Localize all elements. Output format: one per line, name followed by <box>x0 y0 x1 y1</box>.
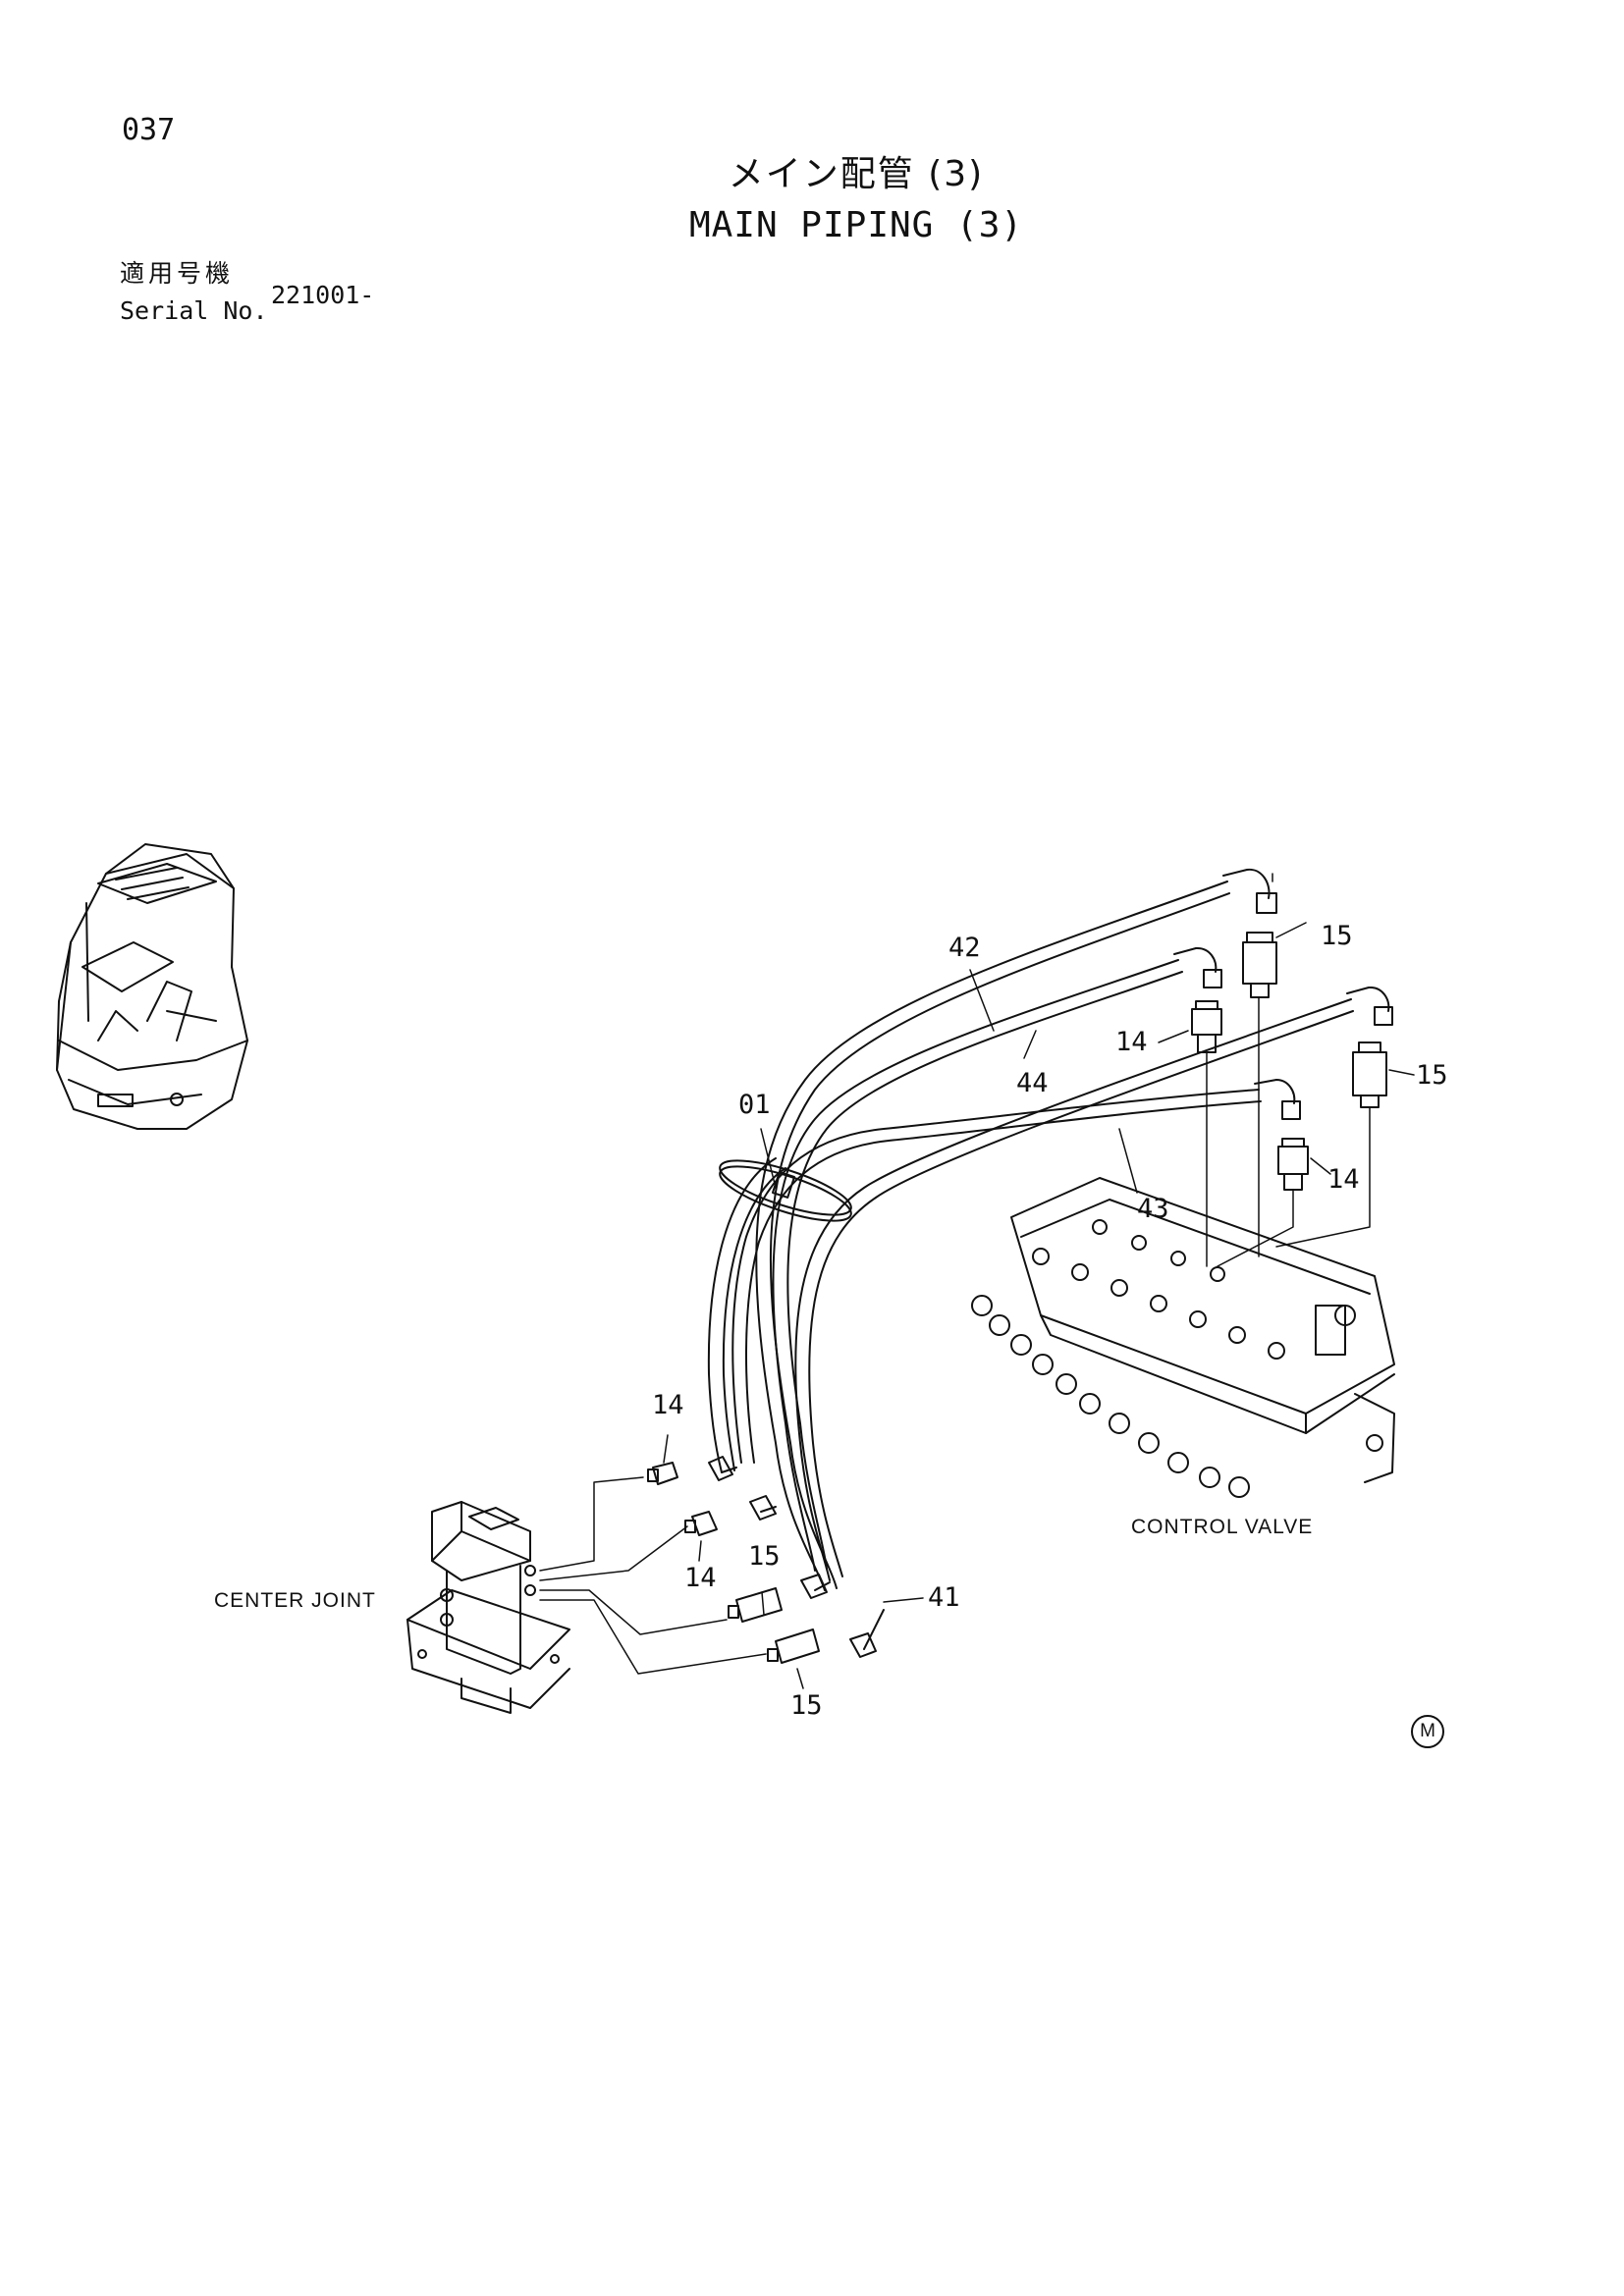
pipe-clamp <box>719 1159 852 1222</box>
callout-14-top-right: 14 <box>1115 1027 1148 1057</box>
callout-14-left-bottom: 14 <box>684 1563 717 1593</box>
fittings-top <box>1191 932 1387 1191</box>
page-number: 037 <box>122 113 176 147</box>
callout-15-right: 15 <box>1416 1060 1448 1091</box>
callout-43: 43 <box>1137 1194 1169 1224</box>
callout-15-bottom: 15 <box>790 1690 823 1721</box>
callout-14-left-top: 14 <box>652 1390 684 1420</box>
assembly-lines <box>1206 873 1371 1267</box>
main-pipes <box>707 881 1354 1591</box>
callout-44: 44 <box>1016 1068 1049 1098</box>
callout-41: 41 <box>928 1582 960 1613</box>
serial-label-english: Serial No. <box>120 296 268 325</box>
control-valve-label: CONTROL VALVE <box>1131 1516 1314 1538</box>
fittings-bottom <box>647 1456 885 1664</box>
page-title-english: MAIN PIPING (3) <box>688 205 1024 245</box>
callout-15-mid: 15 <box>748 1541 781 1572</box>
page-title-japanese: メイン配管 (3) <box>728 154 985 194</box>
center-joint-drawing <box>406 1476 767 1714</box>
control-valve-drawing <box>971 1177 1395 1498</box>
m-mark-icon: M <box>1411 1715 1444 1748</box>
callout-14-right: 14 <box>1327 1164 1360 1195</box>
pipe-elbows <box>1173 868 1393 1120</box>
center-joint-label: CENTER JOINT <box>214 1589 376 1612</box>
serial-number-value: 221001- <box>271 281 375 309</box>
excavator-thumbnail-icon <box>56 843 248 1130</box>
callout-15-top: 15 <box>1321 921 1353 951</box>
callout-leaders <box>663 922 1415 1689</box>
serial-label-japanese: 適用号機 <box>120 259 235 288</box>
callout-01: 01 <box>738 1090 771 1120</box>
callout-42: 42 <box>948 933 981 963</box>
